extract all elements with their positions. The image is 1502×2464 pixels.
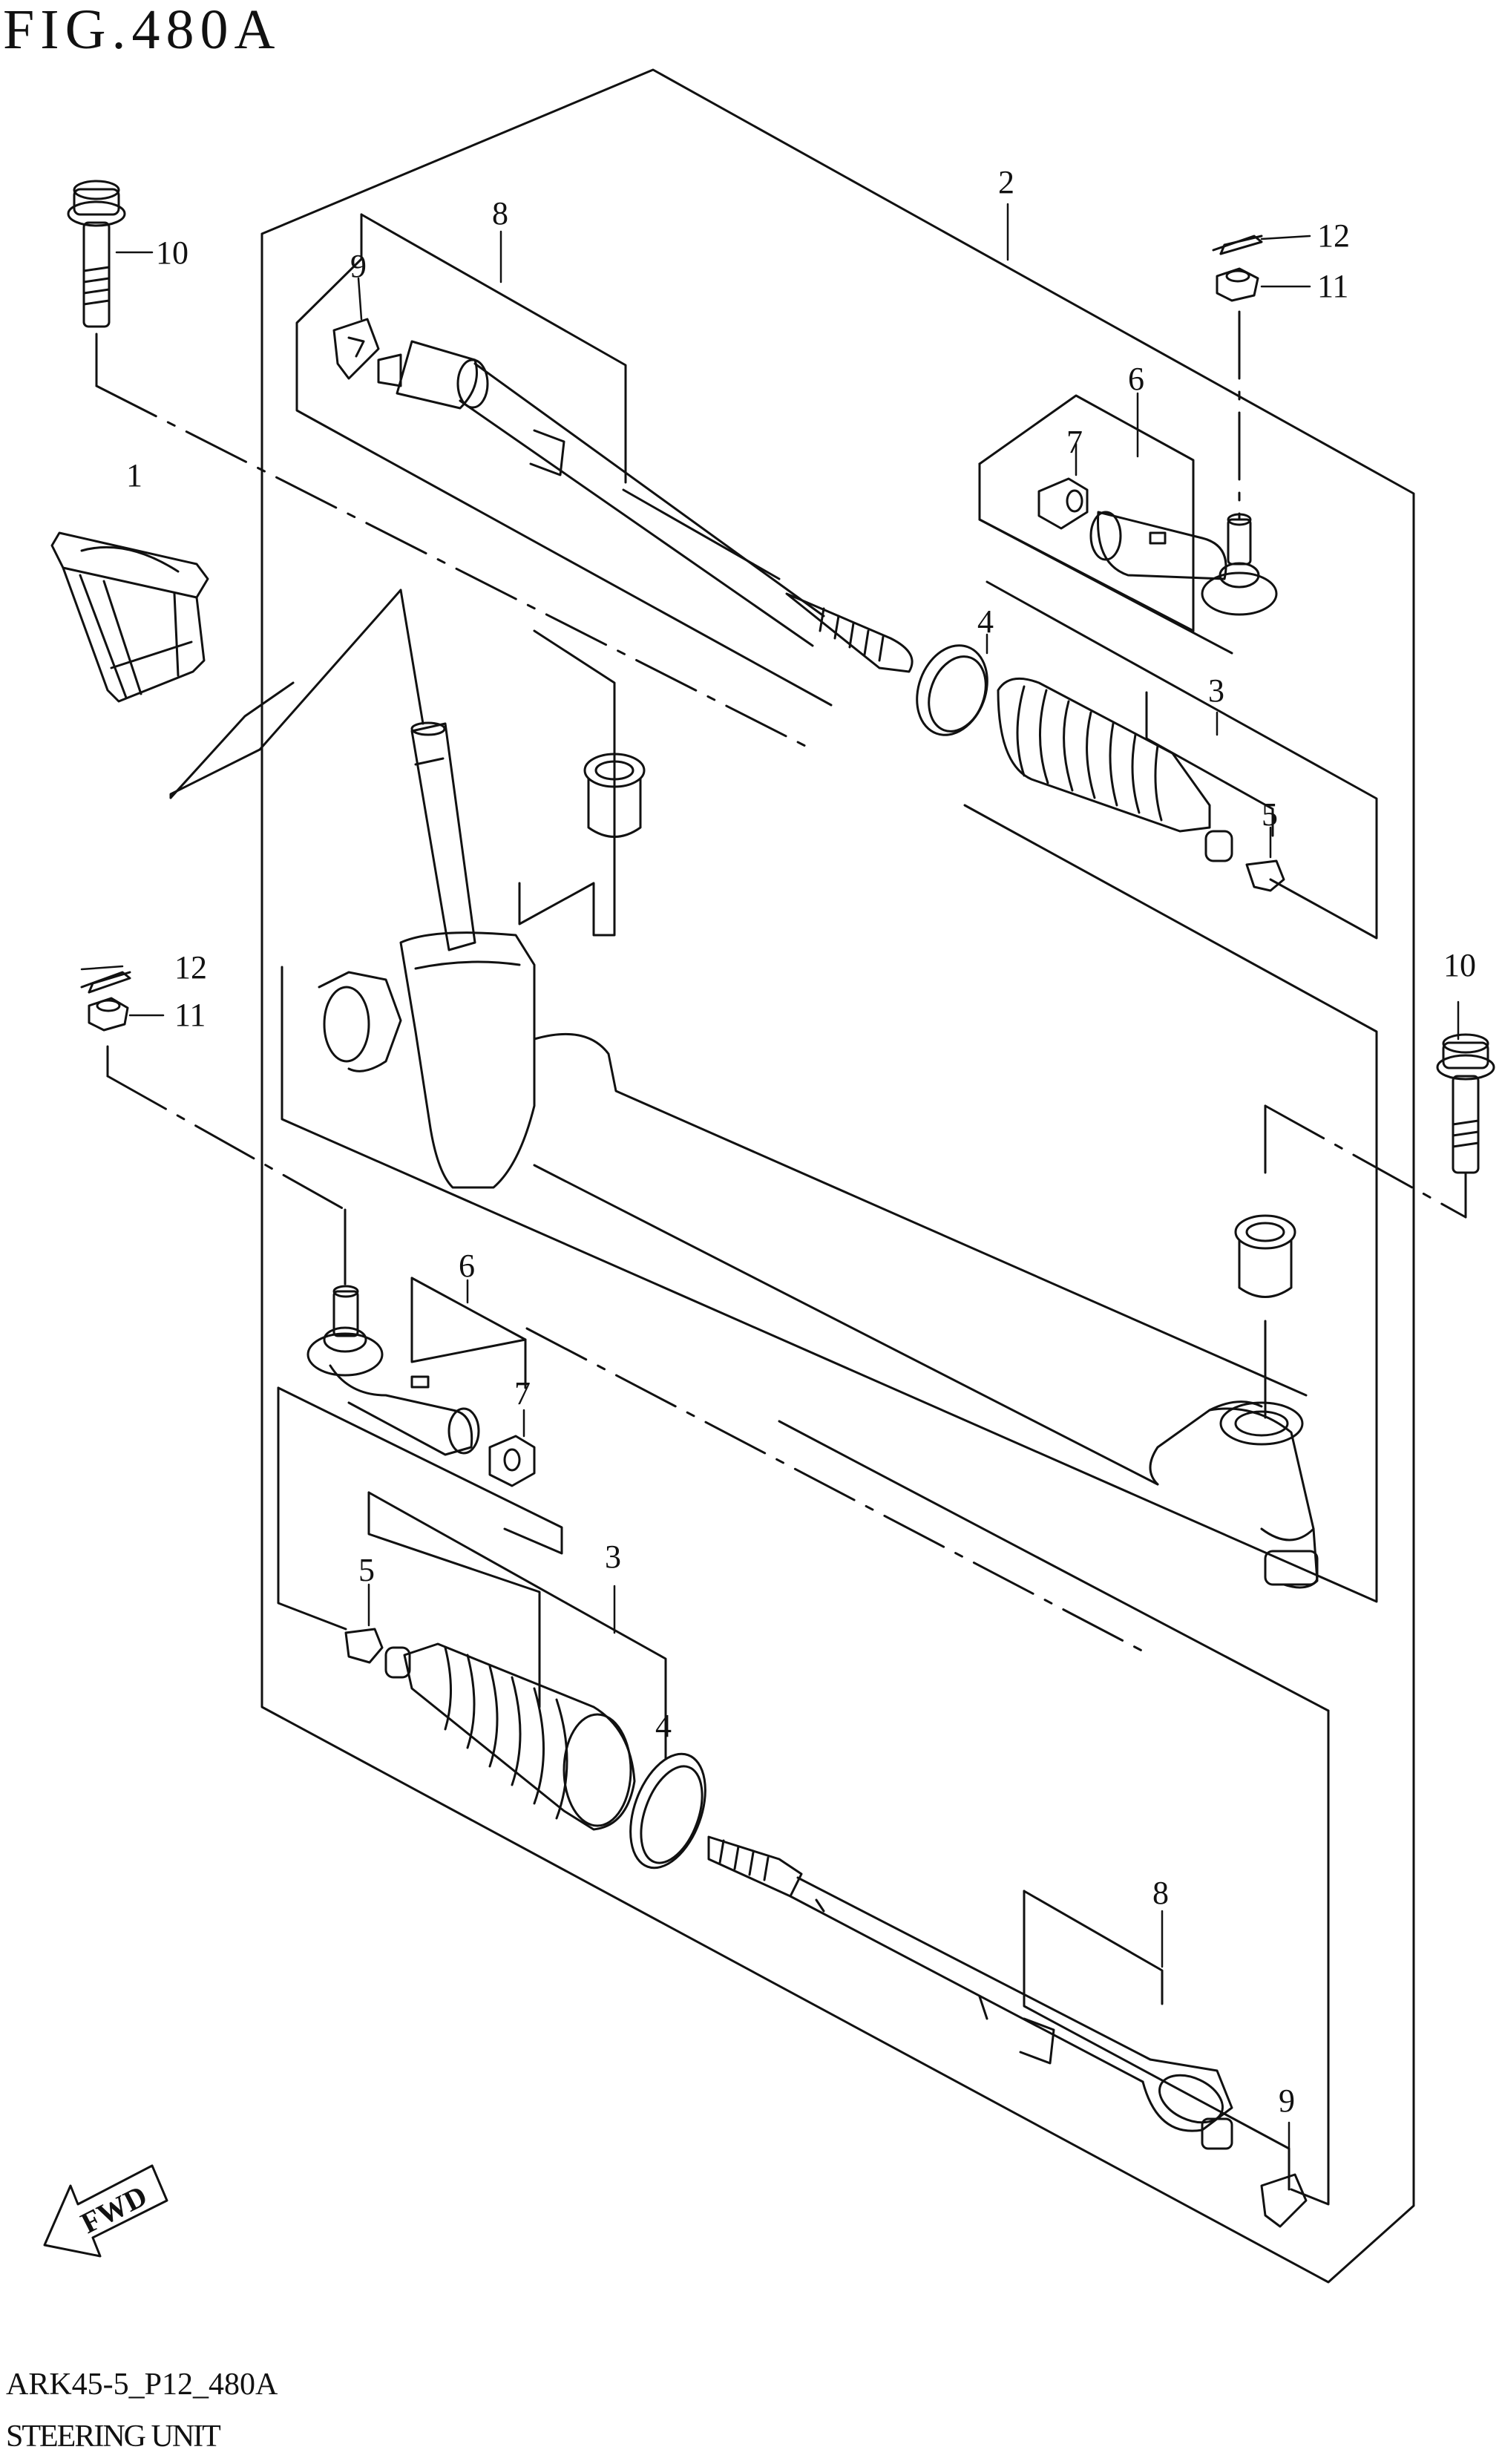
centerline-lower-left-diag [106, 1075, 347, 1211]
boot-upper [997, 677, 1233, 862]
upper-boot-box [986, 580, 1378, 940]
assembly-frame [260, 68, 1415, 2284]
callout-8-upper: 8 [492, 195, 508, 232]
lower-tie-rod-frame [1290, 1709, 1330, 2206]
upper-end-group-frame [978, 462, 1233, 655]
callout-11-upper: 11 [1317, 268, 1348, 304]
tie-rod-end-lower [306, 1285, 480, 1456]
fwd-arrow-icon [43, 2164, 168, 2258]
lower-frame-right [778, 1420, 1330, 1712]
boot-lower [384, 1642, 636, 1831]
centerline-right-diag [1264, 1104, 1467, 1219]
upper-tie-rod-end-box-2 [978, 394, 1195, 632]
shaft-leader-2 [169, 681, 295, 799]
callout-3-upper: 3 [1208, 672, 1224, 709]
bolt-right [1436, 1033, 1495, 1174]
callout-2: 2 [998, 164, 1014, 200]
lower-end-frame [277, 1386, 563, 1555]
lower-end-frame-2 [277, 1386, 347, 1631]
callout-12-upper: 12 [1317, 217, 1350, 254]
nut-lower [488, 1435, 536, 1487]
callout-4-upper: 4 [977, 603, 994, 640]
callout-5-upper: 5 [1262, 796, 1278, 833]
clamp-ring-lower [629, 1752, 706, 1870]
bushing-leader-upper [518, 629, 616, 937]
callout-5-lower: 5 [358, 1552, 375, 1588]
tie-rod-end-upper [1089, 511, 1278, 616]
callout-1: 1 [126, 457, 142, 494]
nut-top-right [1216, 267, 1259, 302]
upper-tie-rod-group-outline [360, 213, 627, 484]
callout-12-lower: 12 [174, 949, 207, 986]
clip-upper [1245, 859, 1285, 892]
callout-6-upper: 6 [1128, 361, 1144, 397]
figure-name: STEERING UNIT [6, 2419, 221, 2454]
callout-4-lower: 4 [655, 1708, 672, 1744]
callout-leaders [80, 203, 1460, 2172]
callout-9-upper: 9 [350, 248, 367, 284]
lower-boot-box [367, 1491, 541, 1708]
callout-9-lower: 9 [1279, 2083, 1295, 2119]
mounting-bracket [50, 531, 209, 703]
lower-tie-rod-end-box-2 [410, 1277, 527, 1341]
callout-3-lower: 3 [605, 1539, 621, 1575]
callout-6-lower: 6 [459, 1248, 475, 1284]
callout-8-lower: 8 [1152, 1875, 1169, 1911]
clip-lower [344, 1628, 384, 1664]
bolt-upper-left [67, 180, 126, 328]
callout-7-upper: 7 [1066, 424, 1083, 460]
upper-tie-rod [377, 340, 914, 673]
nut-upper [1037, 477, 1089, 530]
lower-tie-rod [707, 1835, 1233, 2150]
centerline-left-diagonal [95, 384, 807, 747]
pinion-shaft [410, 721, 476, 951]
bushing-upper [583, 753, 646, 838]
cotter-pin-top-right [1212, 235, 1263, 255]
figure-title: FIG.480A [3, 0, 281, 61]
figure-code: ARK45-5_P12_480A [6, 2368, 278, 2402]
shaft-leader [169, 589, 402, 799]
lock-washer-upper [332, 318, 380, 380]
lower-tie-rod-box-2 [1023, 1890, 1164, 2005]
bushing-right [1234, 1214, 1296, 1298]
lower-boot-box-2 [367, 1491, 667, 1760]
rack-housing-box [281, 804, 1378, 1603]
cotter-pin-lower-left [80, 971, 131, 994]
callout-11-lower: 11 [174, 997, 206, 1033]
callout-10-right: 10 [1443, 947, 1476, 983]
nut-lower-left [88, 997, 129, 1032]
upper-tie-rod-box [295, 213, 833, 707]
rack-housing [318, 931, 1319, 1589]
callout-10-upper: 10 [156, 235, 188, 271]
lock-washer-lower [1260, 2173, 1308, 2228]
centerline-shaft-left [399, 589, 424, 725]
upper-boot-leader [1145, 691, 1274, 837]
centerline-lower [525, 1327, 1152, 1657]
callout-7-lower: 7 [514, 1375, 531, 1412]
lower-tie-rod-end-box [410, 1277, 527, 1389]
